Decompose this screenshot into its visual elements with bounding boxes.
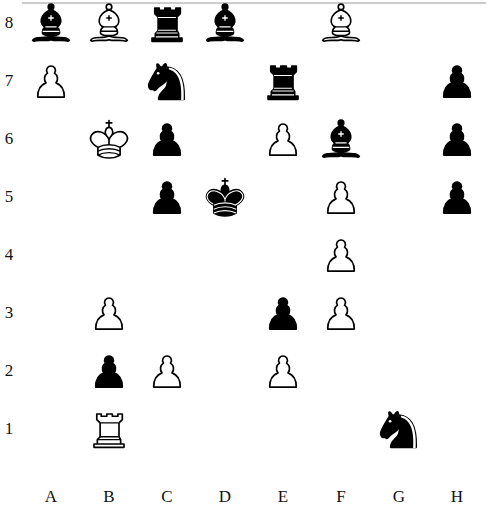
- black-pawn: [444, 66, 471, 97]
- rank-number: 6: [5, 130, 14, 147]
- white-pawn: [154, 356, 181, 387]
- file-letter: D: [219, 488, 231, 505]
- black-knight: [149, 64, 185, 100]
- white-pawn: [328, 182, 355, 213]
- black-rook: [268, 66, 298, 99]
- black-knight: [381, 412, 417, 448]
- black-pawn: [154, 124, 181, 155]
- black-pawn: [270, 298, 297, 329]
- file-letter: F: [336, 488, 345, 505]
- white-pawn: [270, 356, 297, 387]
- rank-number: 3: [5, 304, 14, 321]
- file-letter: A: [45, 488, 57, 505]
- white-bishop: [323, 4, 360, 41]
- white-pawn: [328, 298, 355, 329]
- file-letter: H: [451, 488, 463, 505]
- black-pawn: [444, 182, 471, 213]
- white-king: [91, 121, 128, 158]
- white-rook: [94, 414, 124, 447]
- white-pawn: [38, 66, 65, 97]
- black-pawn: [154, 182, 181, 213]
- rank-number: 1: [5, 420, 14, 437]
- white-bishop: [91, 4, 128, 41]
- black-king: [207, 179, 244, 216]
- file-letter: B: [103, 488, 114, 505]
- file-letter: G: [393, 488, 405, 505]
- white-pawn: [328, 240, 355, 271]
- black-pawn: [96, 356, 123, 387]
- rank-number: 8: [5, 14, 14, 31]
- rank-number: 4: [5, 246, 14, 263]
- file-letter: C: [161, 488, 172, 505]
- black-pawn: [444, 124, 471, 155]
- black-bishop: [323, 120, 360, 157]
- file-letter: E: [278, 488, 288, 505]
- rank-number: 2: [5, 362, 14, 379]
- white-pawn: [96, 298, 123, 329]
- board-edge: [22, 3, 486, 4]
- white-pawn: [270, 124, 297, 155]
- black-bishop: [33, 4, 70, 41]
- rank-number: 7: [5, 72, 14, 89]
- black-bishop: [207, 4, 244, 41]
- black-rook: [152, 8, 182, 41]
- rank-number: 5: [5, 188, 14, 205]
